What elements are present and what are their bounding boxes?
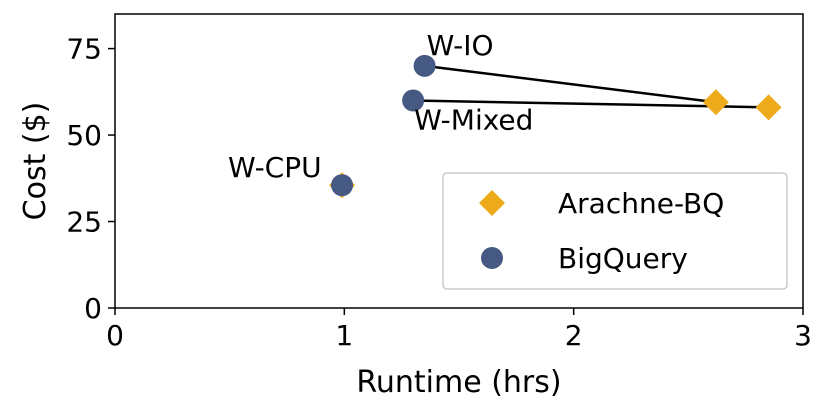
legend-label-bigquery: BigQuery [558,242,688,275]
legend-marker-arachne-bq [479,190,505,216]
legend-box [442,172,788,290]
annotation-w-cpu: W-CPU [228,151,322,184]
legend-label-arachne-bq: Arachne-BQ [558,187,724,220]
legend-marker-bigquery [481,247,503,269]
y-tick-label: 50 [66,119,102,152]
x-tick-label: 1 [335,319,353,352]
annotation-w-mixed: W-Mixed [414,103,533,136]
y-axis-label: Cost ($) [18,102,53,221]
y-tick-label: 0 [84,292,102,325]
y-tick-label: 25 [66,206,102,239]
point-bigquery-2 [402,89,425,112]
point-arachne-bq-1 [702,89,729,116]
axes: 0 1 2 3 0 25 50 75 [66,13,812,352]
y-tick-label: 75 [66,33,102,66]
legend: Arachne-BQ BigQuery [442,172,788,290]
x-axis-label: Runtime (hrs) [356,365,561,400]
legend-symbol-0 [479,190,505,216]
x-tick-label: 0 [106,319,124,352]
point-arachne-bq-2 [755,94,782,121]
point-bigquery-0 [331,174,354,197]
x-tick-label: 2 [565,319,583,352]
connector-line-0 [424,64,717,104]
legend-symbol-1 [481,247,503,269]
plot-frame [114,13,804,309]
annotation-w-io: W-IO [427,29,494,62]
x-tick-label: 3 [794,319,812,352]
point-bigquery-1 [413,54,436,77]
